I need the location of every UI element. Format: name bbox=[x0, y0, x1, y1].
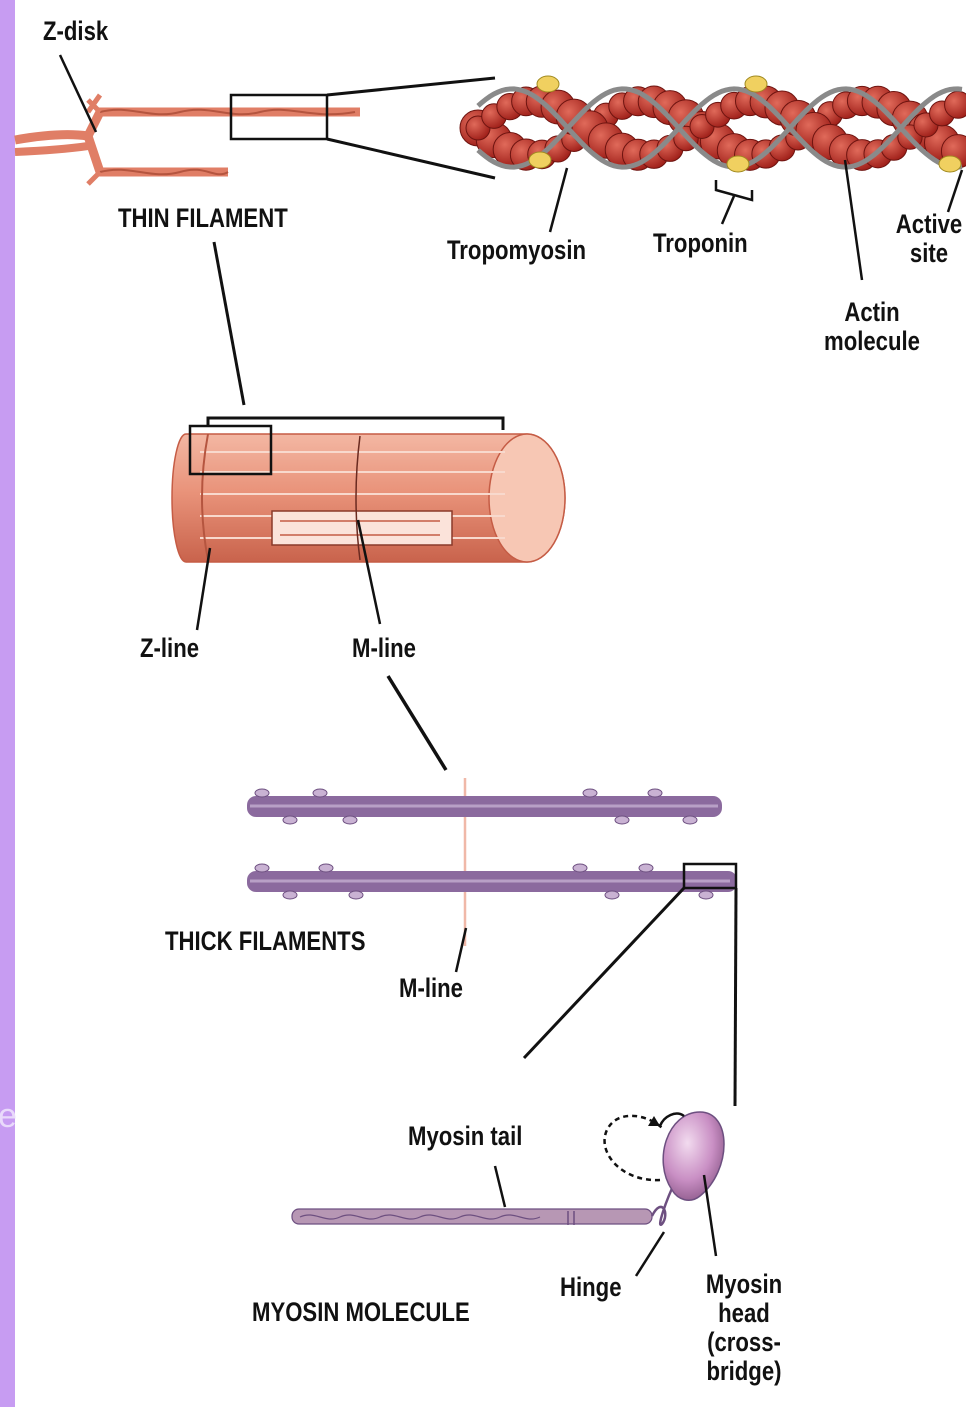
myosin-head-bump bbox=[319, 864, 333, 872]
thick-filaments-label: THICK FILAMENTS bbox=[165, 927, 365, 956]
myosin-head-bump bbox=[573, 864, 587, 872]
myosin-head-bump bbox=[639, 864, 653, 872]
myosin-head-bump bbox=[283, 891, 297, 899]
myosin-molecule-label: MYOSIN MOLECULE bbox=[252, 1298, 470, 1327]
myosin-head-bump bbox=[615, 816, 629, 824]
myosin-head-bump bbox=[255, 789, 269, 797]
m-line-top-label: M-line bbox=[352, 634, 416, 663]
myosin-head-bump bbox=[313, 789, 327, 797]
hinge-label: Hinge bbox=[560, 1273, 622, 1302]
myosin-head-bump bbox=[683, 816, 697, 824]
zoom-box-thin bbox=[231, 95, 327, 139]
myosin-head-bump bbox=[343, 816, 357, 824]
troponin-label: Troponin bbox=[653, 229, 748, 258]
myosin-head-bump bbox=[648, 789, 662, 797]
myosin-head-bump bbox=[605, 891, 619, 899]
myosin-head-bump bbox=[699, 891, 713, 899]
troponin-complex bbox=[939, 156, 961, 172]
z-disk-label: Z-disk bbox=[43, 17, 108, 46]
troponin-complex bbox=[537, 76, 559, 92]
troponin-complex bbox=[745, 76, 767, 92]
troponin-complex bbox=[529, 152, 551, 168]
myosin-head-bump bbox=[255, 864, 269, 872]
tropomyosin-label: Tropomyosin bbox=[447, 236, 586, 265]
myosin-head-bump bbox=[283, 816, 297, 824]
myosin-head-bump bbox=[583, 789, 597, 797]
myosin-head-label: Myosin head (cross-bridge) bbox=[698, 1270, 790, 1387]
actin-molecule-label: Actin molecule bbox=[820, 298, 925, 356]
myofibril-drawing bbox=[172, 418, 565, 770]
troponin-complex bbox=[727, 156, 749, 172]
actin-bead bbox=[945, 91, 966, 118]
z-line-label: Z-line bbox=[140, 634, 199, 663]
actin-helix bbox=[460, 76, 966, 172]
thin-filament-drawing bbox=[15, 55, 495, 184]
thin-filament-label: THIN FILAMENT bbox=[118, 204, 288, 233]
myosin-head-bump bbox=[349, 891, 363, 899]
m-line-bottom-label: M-line bbox=[399, 974, 463, 1003]
active-site-label: Active site bbox=[884, 210, 966, 268]
myosin-tail-label: Myosin tail bbox=[408, 1122, 522, 1151]
